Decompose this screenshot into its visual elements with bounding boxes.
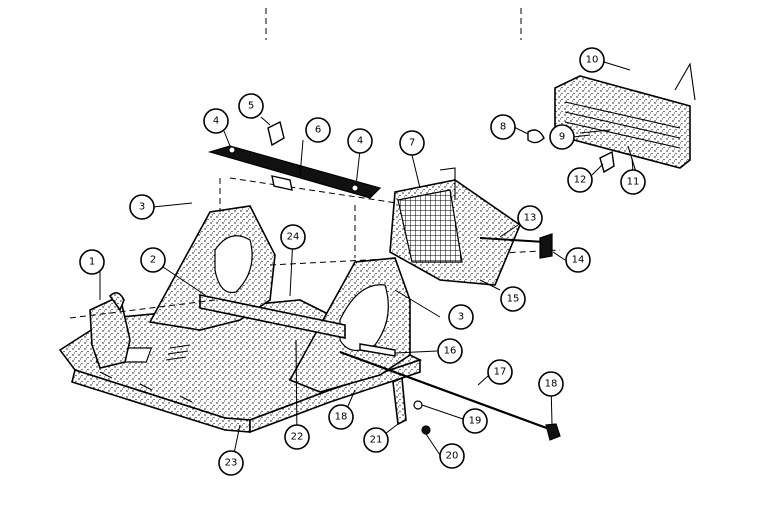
washer-19	[413, 400, 423, 410]
svg-text:10: 10	[586, 55, 599, 66]
nut-18	[545, 423, 561, 441]
callout-3-right: 3	[448, 304, 474, 330]
svg-text:9: 9	[559, 132, 565, 143]
callout-23: 23	[218, 450, 244, 476]
svg-text:15: 15	[507, 294, 520, 305]
svg-text:16: 16	[444, 346, 457, 357]
svg-text:2: 2	[150, 255, 156, 266]
callout-20: 20	[439, 443, 465, 469]
callout-15: 15	[500, 286, 526, 312]
alignment-lines	[69, 177, 561, 319]
svg-text:7: 7	[409, 138, 415, 149]
washer-20	[421, 425, 431, 435]
lever-21	[392, 376, 407, 426]
callout-6: 6	[305, 117, 331, 143]
svg-text:22: 22	[291, 432, 304, 443]
clip	[267, 120, 285, 147]
callout-13: 13	[517, 205, 543, 231]
svg-text:4: 4	[213, 116, 219, 127]
left-side-plate	[148, 205, 276, 331]
svg-text:23: 23	[225, 458, 238, 469]
rod-13	[479, 237, 546, 243]
callout-17: 17	[487, 359, 513, 385]
svg-text:19: 19	[469, 416, 482, 427]
pin-16	[359, 343, 396, 357]
callout-21: 21	[363, 427, 389, 453]
svg-text:6: 6	[315, 125, 321, 136]
callout-12: 12	[567, 167, 593, 193]
callout-24: 24	[280, 224, 306, 250]
callout-5: 5	[238, 93, 264, 119]
svg-text:5: 5	[248, 101, 254, 112]
callout-1: 1	[79, 249, 105, 275]
callout-16: 16	[437, 338, 463, 364]
callout-4-left: 4	[203, 108, 229, 134]
svg-text:14: 14	[572, 255, 585, 266]
grill-assembly	[389, 167, 521, 286]
callout-11: 11	[620, 169, 646, 195]
cross-member	[199, 294, 346, 339]
svg-text:24: 24	[287, 232, 300, 243]
callout-7: 7	[399, 130, 425, 156]
callout-10: 10	[579, 47, 605, 73]
callout-3-left: 3	[129, 194, 155, 220]
callout-19: 19	[462, 408, 488, 434]
small-parts	[527, 129, 637, 174]
crop-marks	[265, 8, 522, 40]
svg-text:3: 3	[139, 202, 145, 213]
svg-text:4: 4	[357, 136, 363, 147]
svg-text:11: 11	[627, 177, 640, 188]
svg-text:17: 17	[494, 367, 507, 378]
svg-text:21: 21	[370, 435, 383, 446]
top-right-panel	[554, 62, 696, 169]
callout-4-right: 4	[347, 128, 373, 154]
svg-text:12: 12	[574, 175, 587, 186]
svg-text:13: 13	[524, 213, 537, 224]
svg-text:18: 18	[335, 412, 348, 423]
shaft-17	[339, 350, 553, 432]
callout-8: 8	[490, 114, 516, 140]
svg-text:18: 18	[545, 379, 558, 390]
leader-lines	[99, 61, 634, 464]
svg-text:8: 8	[500, 122, 506, 133]
callout-18-right: 18	[538, 371, 564, 397]
callout-9: 9	[549, 124, 575, 150]
callout-2: 2	[140, 247, 166, 273]
left-bracket	[89, 292, 131, 369]
svg-text:1: 1	[89, 257, 95, 268]
callout-14: 14	[565, 247, 591, 273]
svg-text:20: 20	[446, 451, 459, 462]
top-bar	[207, 145, 382, 199]
callout-18-left: 18	[328, 404, 354, 430]
right-side-plate	[288, 257, 411, 393]
svg-text:3: 3	[458, 312, 464, 323]
callout-22: 22	[284, 424, 310, 450]
end-piece-14	[539, 233, 553, 259]
